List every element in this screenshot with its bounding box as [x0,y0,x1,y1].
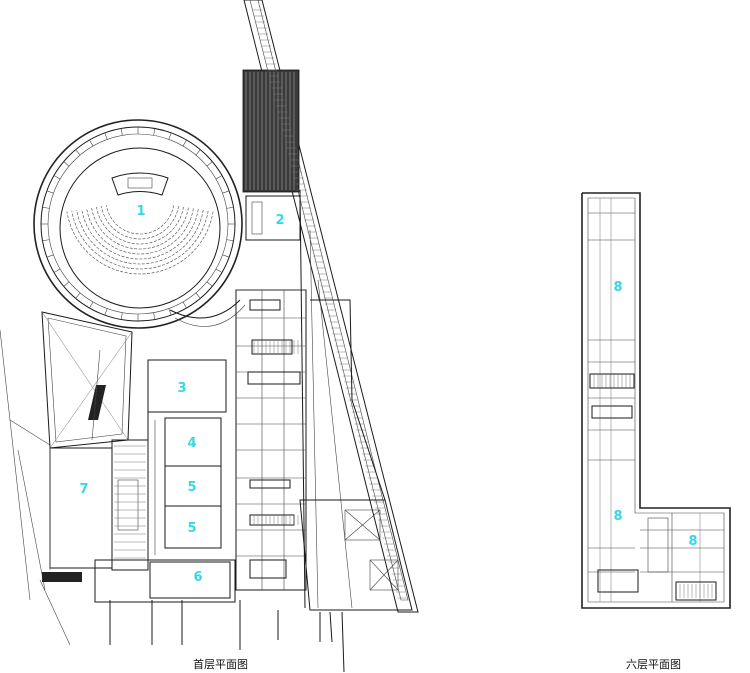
room-number-4: 4 [187,436,196,451]
ramp-treads [252,9,407,599]
service-rooms [236,289,306,590]
room-number-2: 2 [275,213,284,228]
room-number-7: 7 [79,482,88,497]
service-core [114,445,146,559]
main-block [0,195,413,673]
sixth-floor-rooms [588,198,724,602]
room-number-8b: 8 [613,509,622,524]
room-number-5a: 5 [187,480,196,495]
room-number-3: 3 [177,381,186,396]
sixth-floor-plan: 8 8 8 [581,192,731,609]
sixth-floor-caption: 六层平面图 [626,659,681,671]
room-number-8c: 8 [688,534,697,549]
hatch-lines [245,72,295,190]
room-number-6: 6 [193,570,202,585]
auditorium-radial-walls [41,127,235,321]
room-number-8a: 8 [613,280,622,295]
triangular-wing [242,0,419,613]
room-number-5b: 5 [187,521,196,536]
seating-rows [66,205,214,275]
ground-floor-plan: 1 2 3 4 5 5 6 7 [0,0,419,673]
ground-floor-caption: 首层平面图 [193,659,248,671]
auditorium [33,119,246,329]
room-number-1: 1 [136,204,145,219]
